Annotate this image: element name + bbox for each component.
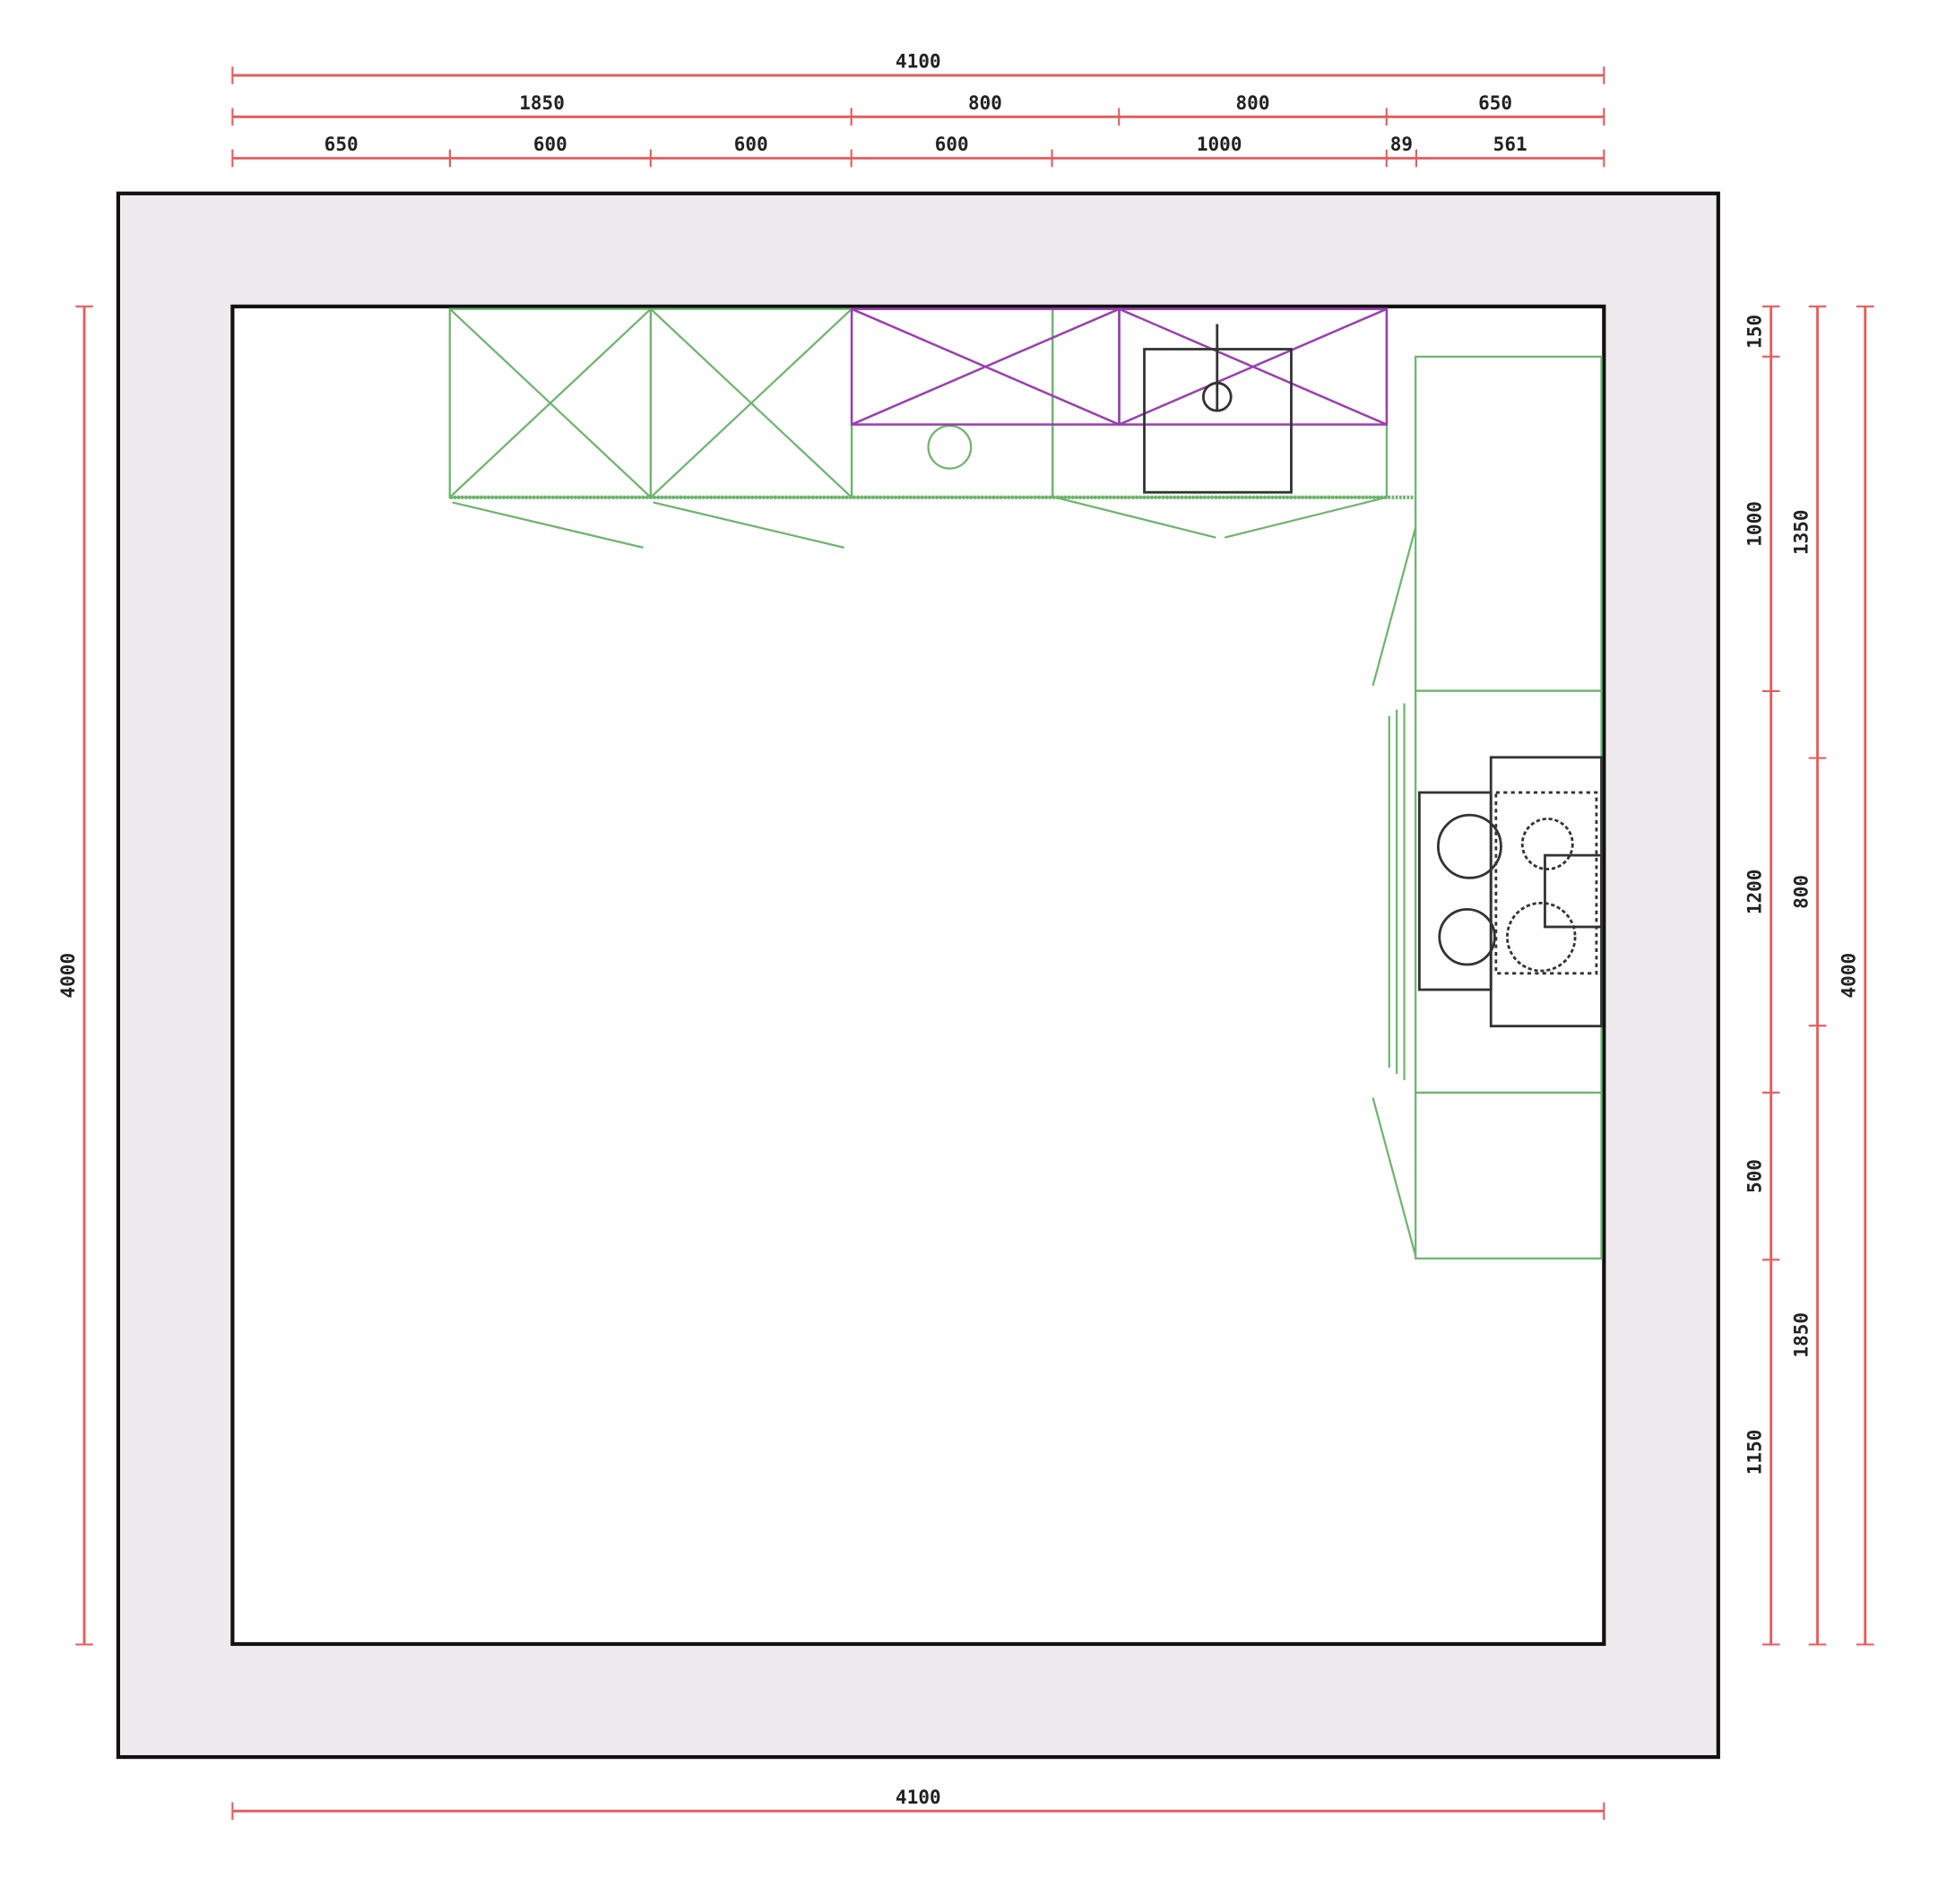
wall-cabinets xyxy=(850,307,1389,426)
dimension-label: 1850 xyxy=(519,91,565,114)
dimension-label: 561 xyxy=(1493,133,1527,155)
right-base-cabinets xyxy=(1372,355,1603,1259)
wall-cabinet-2 xyxy=(1118,307,1389,426)
dimension-label: 4000 xyxy=(56,953,79,999)
dimension-label: 600 xyxy=(533,133,567,155)
cabinet-cross xyxy=(1119,307,1388,426)
hob-inner xyxy=(1494,791,1598,975)
dimension-label: 800 xyxy=(1789,875,1812,909)
door-swing xyxy=(452,501,644,549)
burner-icon xyxy=(1520,818,1574,870)
burner-icon xyxy=(1506,901,1577,973)
hob xyxy=(1417,756,1603,1028)
door-swing xyxy=(1054,496,1216,539)
hob-control xyxy=(1544,853,1603,929)
dimension-label: 500 xyxy=(1743,1159,1765,1193)
bin xyxy=(927,424,973,470)
dimension-label: 4000 xyxy=(1838,953,1860,999)
door-swing xyxy=(1224,496,1388,539)
base-cabinet-right-3 xyxy=(1415,1091,1603,1259)
sink xyxy=(1143,324,1293,494)
dimension-label: 650 xyxy=(324,133,359,155)
dimension-label: 150 xyxy=(1743,315,1765,349)
dimension-label: 1850 xyxy=(1789,1312,1812,1358)
dimension-label: 650 xyxy=(1478,91,1512,114)
dimension-label: 800 xyxy=(968,91,1002,114)
dimension-label: 1200 xyxy=(1743,870,1765,915)
dimension-label: 1000 xyxy=(1743,501,1765,547)
burner-icon xyxy=(1436,813,1502,879)
dimension-label: 600 xyxy=(935,133,969,155)
dimension-label: 89 xyxy=(1390,133,1413,155)
burner-icon xyxy=(1438,907,1496,966)
door-swing xyxy=(1372,1097,1417,1257)
dimension-label: 4100 xyxy=(896,50,941,73)
cabinet-cross xyxy=(851,307,1121,426)
dimension-label: 600 xyxy=(734,133,768,155)
dimension-label: 1000 xyxy=(1197,133,1242,155)
dimension-lines: 4100 1850 800 800 650 650 600 600 600 1000 89 561 41… xyxy=(56,50,1874,1821)
walls xyxy=(116,191,1720,1760)
door-swing xyxy=(1372,527,1417,687)
door-swing xyxy=(653,501,844,549)
cabinet-cross xyxy=(448,307,652,498)
cabinet-cross xyxy=(650,307,852,498)
dimension-label: 800 xyxy=(1236,91,1270,114)
room-floor xyxy=(230,304,1606,1647)
dimension-label: 4100 xyxy=(896,1786,941,1808)
dimension-label: 1150 xyxy=(1743,1430,1765,1476)
dimension-label: 1350 xyxy=(1789,509,1812,555)
